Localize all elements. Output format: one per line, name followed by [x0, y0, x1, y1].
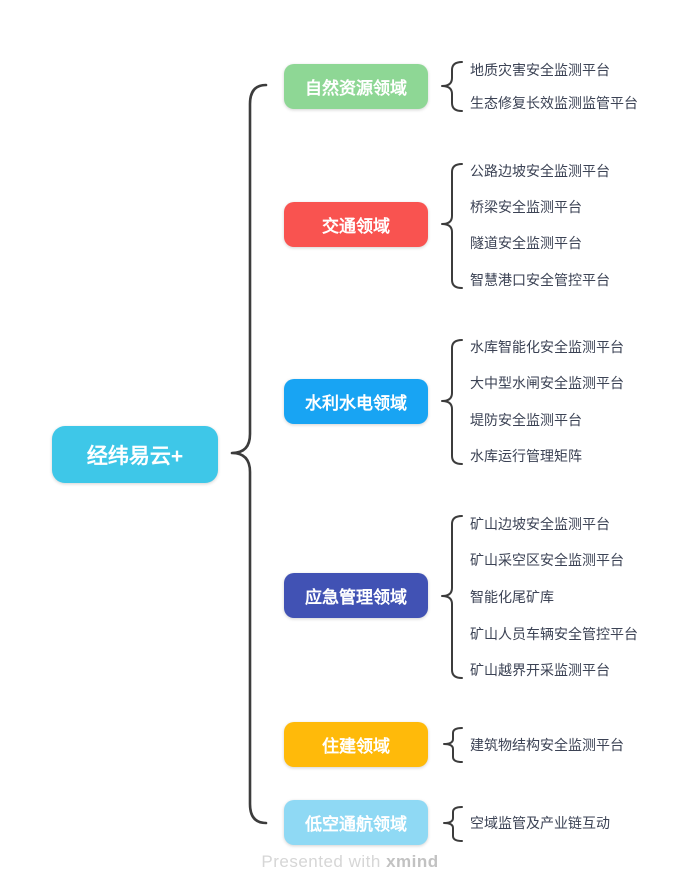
brace-branch-transport	[441, 163, 463, 289]
leaf-topic[interactable]: 矿山采空区安全监测平台	[470, 552, 624, 568]
brace-root	[230, 83, 268, 825]
branch-construction[interactable]: 住建领域	[284, 722, 428, 767]
brace-branch-lowaltitude	[443, 806, 463, 842]
branch-water-hydro[interactable]: 水利水电领域	[284, 379, 428, 424]
watermark-prefix: Presented with	[261, 852, 387, 871]
leaf-topic[interactable]: 堤防安全监测平台	[470, 412, 582, 428]
leaf-topic[interactable]: 空域监管及产业链互动	[470, 815, 610, 831]
leaf-topic[interactable]: 智慧港口安全管控平台	[470, 272, 610, 288]
leaf-topic[interactable]: 矿山人员车辆安全管控平台	[470, 626, 638, 642]
xmind-watermark: Presented with xmind	[0, 852, 700, 872]
branch-natural-resources[interactable]: 自然资源领域	[284, 64, 428, 109]
leaf-topic[interactable]: 公路边坡安全监测平台	[470, 163, 610, 179]
brace-branch-natural-resources	[441, 61, 463, 112]
leaf-topic[interactable]: 隧道安全监测平台	[470, 235, 582, 251]
xmind-brand: xmind	[386, 852, 439, 871]
branch-low-altitude[interactable]: 低空通航领域	[284, 800, 428, 845]
leaf-topic[interactable]: 桥梁安全监测平台	[470, 199, 582, 215]
branch-emergency[interactable]: 应急管理领域	[284, 573, 428, 618]
brace-branch-emergency	[441, 515, 463, 679]
leaf-topic[interactable]: 生态修复长效监测监管平台	[470, 95, 638, 111]
root-topic[interactable]: 经纬易云+	[52, 426, 218, 483]
leaf-topic[interactable]: 地质灾害安全监测平台	[470, 62, 610, 78]
branch-transport[interactable]: 交通领域	[284, 202, 428, 247]
leaf-topic[interactable]: 建筑物结构安全监测平台	[470, 737, 624, 753]
leaf-topic[interactable]: 水库运行管理矩阵	[470, 448, 582, 464]
brace-branch-construction	[443, 727, 463, 763]
leaf-topic[interactable]: 水库智能化安全监测平台	[470, 339, 624, 355]
leaf-topic[interactable]: 矿山越界开采监测平台	[470, 662, 610, 678]
leaf-topic[interactable]: 矿山边坡安全监测平台	[470, 516, 610, 532]
leaf-topic[interactable]: 智能化尾矿库	[470, 589, 554, 605]
brace-branch-water	[441, 339, 463, 465]
leaf-topic[interactable]: 大中型水闸安全监测平台	[470, 375, 624, 391]
